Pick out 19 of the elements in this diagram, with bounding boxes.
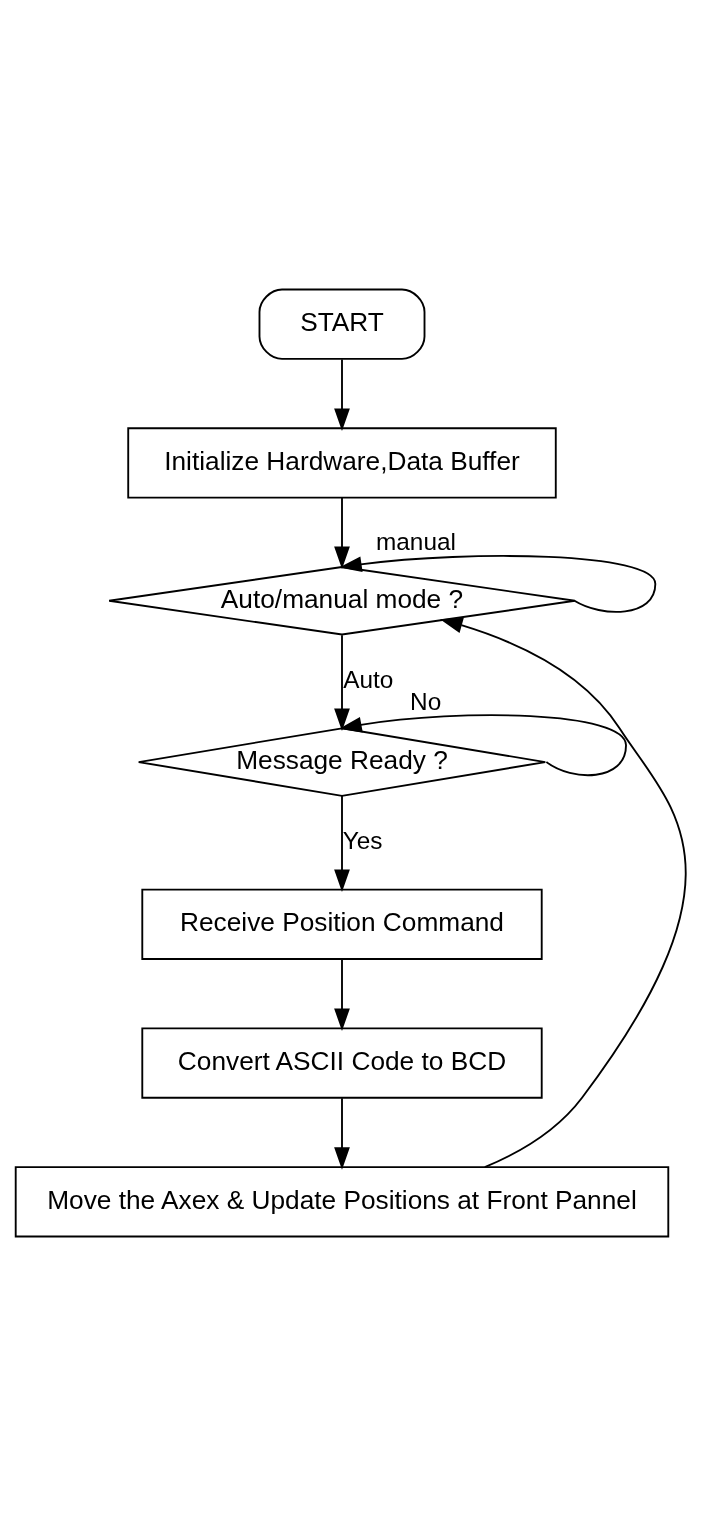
node-box: Convert ASCII Code to BCD bbox=[141, 1027, 543, 1099]
node-box: START bbox=[258, 288, 426, 360]
edge-label: No bbox=[410, 687, 442, 715]
arrow bbox=[334, 497, 350, 569]
arrow bbox=[334, 795, 350, 893]
edge-label: manual bbox=[376, 528, 456, 556]
arrow bbox=[334, 1097, 350, 1170]
edge-label: Yes bbox=[342, 827, 383, 855]
node-diamond: Message Ready ? bbox=[137, 727, 547, 797]
arrow bbox=[339, 555, 657, 613]
node-box: Receive Position Command bbox=[141, 888, 543, 960]
arrow bbox=[334, 358, 350, 431]
edge-label: Auto bbox=[343, 665, 394, 693]
arrow bbox=[440, 617, 687, 1168]
arrow bbox=[334, 634, 350, 731]
arrow bbox=[334, 958, 350, 1032]
arrow bbox=[339, 714, 627, 777]
node-box: Move the Axex & Update Positions at Front Pannel bbox=[14, 1166, 670, 1238]
node-box: Initialize Hardware,Data Buffer bbox=[127, 427, 557, 499]
